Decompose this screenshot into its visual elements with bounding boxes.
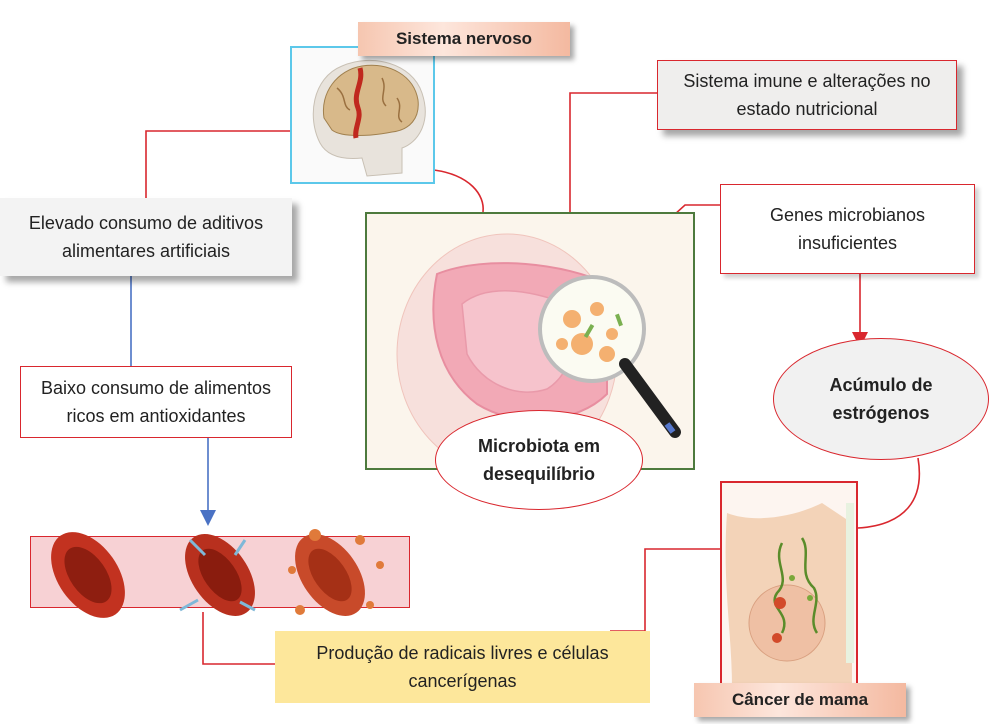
- node-cancer-mama: Câncer de mama: [694, 683, 906, 717]
- connector-brain-microbiota: [434, 170, 483, 212]
- connector-radicais-cancer: [610, 549, 720, 631]
- connector-brain-aditivos: [146, 131, 290, 198]
- brain-image: [290, 46, 435, 184]
- node-microbiota: Microbiota em desequilíbrio: [435, 410, 643, 510]
- node-sistema-imune: Sistema imune e alterações no estado nut…: [657, 60, 957, 130]
- blood-cells-illustration: [30, 510, 420, 640]
- node-antioxidantes: Baixo consumo de alimentos ricos em anti…: [20, 366, 292, 438]
- node-genes: Genes microbianos insuficientes: [720, 184, 975, 274]
- node-radicais: Produção de radicais livres e células ca…: [275, 631, 650, 703]
- node-aditivos: Elevado consumo de aditivos alimentares …: [0, 198, 292, 276]
- connector-imune-microbiota: [570, 93, 657, 212]
- breast-image: [720, 481, 858, 693]
- brain-illustration: [292, 48, 433, 182]
- node-sistema-nervoso: Sistema nervoso: [358, 22, 570, 56]
- breast-illustration: [722, 483, 856, 691]
- node-estrogenos: Acúmulo de estrógenos: [773, 338, 989, 460]
- connector-estrogenos-cancer: [858, 458, 919, 528]
